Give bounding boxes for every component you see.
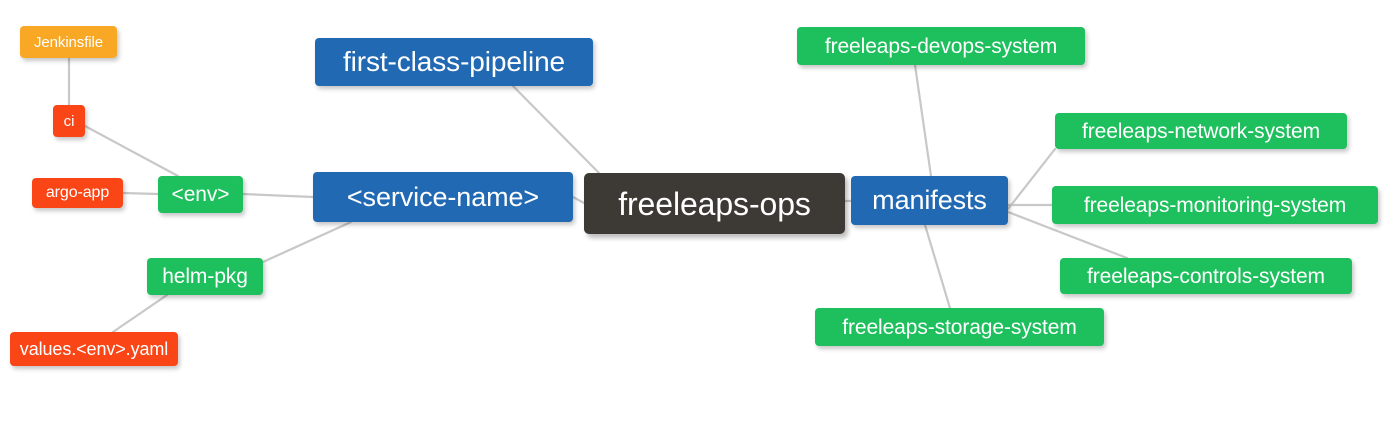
node-manifests[interactable]: manifests — [851, 176, 1008, 225]
edge-freeleaps-ops-to-first-class-pipeline — [511, 84, 601, 175]
node-first-class-pipeline[interactable]: first-class-pipeline — [315, 38, 593, 86]
node-label: manifests — [872, 185, 987, 215]
edge-helm-pkg-to-values-env-yaml — [111, 293, 169, 334]
node-freeleaps-monitoring-system[interactable]: freeleaps-monitoring-system — [1052, 186, 1378, 224]
node-argo-app[interactable]: argo-app — [32, 178, 123, 208]
edge-env-to-ci — [83, 124, 180, 178]
node-freeleaps-storage-system[interactable]: freeleaps-storage-system — [815, 308, 1104, 346]
edge-service-name-to-helm-pkg — [261, 220, 353, 264]
node-label: freeleaps-devops-system — [824, 34, 1058, 58]
node-freeleaps-devops-system[interactable]: freeleaps-devops-system — [797, 27, 1085, 65]
node-label: values.<env>.yaml — [19, 339, 169, 359]
edge-manifests-to-freeleaps-network-system — [1006, 147, 1057, 211]
node-label: <service-name> — [346, 181, 540, 212]
node-label: freeleaps-network-system — [1081, 119, 1320, 143]
node-freeleaps-controls-system[interactable]: freeleaps-controls-system — [1060, 258, 1352, 294]
node-label: freeleaps-storage-system — [842, 315, 1077, 339]
node-label: argo-app — [45, 184, 110, 201]
node-label: <env> — [171, 183, 230, 206]
edge-manifests-to-freeleaps-storage-system — [923, 223, 952, 310]
node-label: helm-pkg — [162, 265, 248, 288]
node-label: Jenkinsfile — [34, 33, 103, 51]
node-label: freeleaps-ops — [618, 185, 811, 222]
node-freeleaps-ops[interactable]: freeleaps-ops — [584, 173, 845, 234]
node-helm-pkg[interactable]: helm-pkg — [147, 258, 263, 295]
node-freeleaps-network-system[interactable]: freeleaps-network-system — [1055, 113, 1347, 149]
node-label: freeleaps-monitoring-system — [1083, 193, 1347, 217]
edge-manifests-to-freeleaps-devops-system — [913, 63, 933, 178]
node-env[interactable]: <env> — [158, 176, 243, 213]
node-label: freeleaps-controls-system — [1087, 264, 1325, 288]
edge-service-name-to-env — [241, 192, 315, 199]
node-label: first-class-pipeline — [342, 46, 566, 77]
node-ci[interactable]: ci — [53, 105, 85, 137]
edge-env-to-argo-app — [121, 191, 160, 196]
node-service-name[interactable]: <service-name> — [313, 172, 573, 222]
node-jenkinsfile[interactable]: Jenkinsfile — [20, 26, 117, 58]
edge-freeleaps-ops-to-service-name — [571, 195, 586, 205]
node-values-env-yaml[interactable]: values.<env>.yaml — [10, 332, 178, 366]
node-label: ci — [63, 112, 75, 130]
